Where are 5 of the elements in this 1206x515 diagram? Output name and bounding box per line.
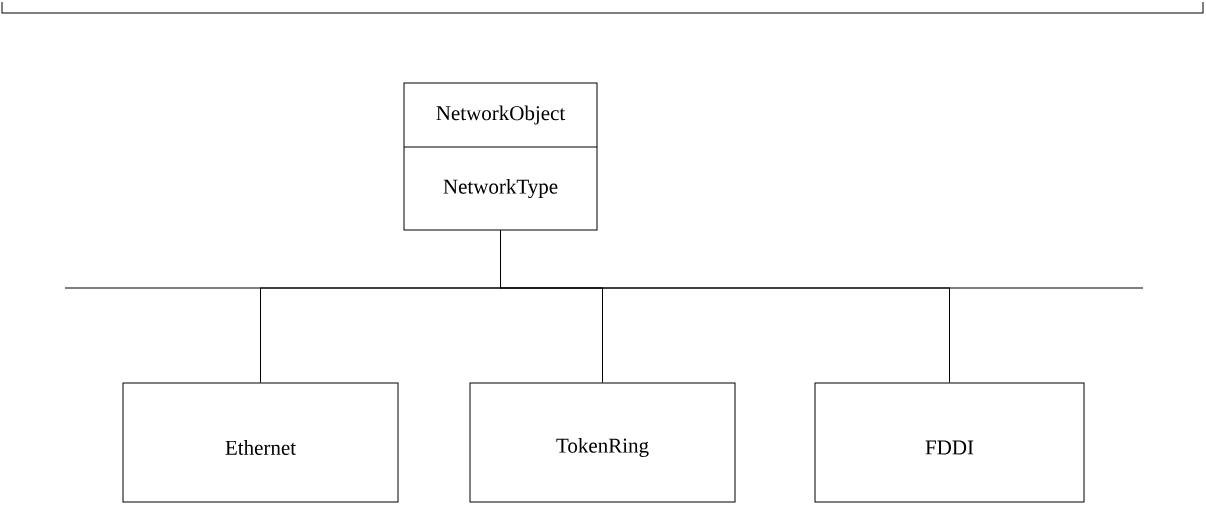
class-box: TokenRing [469, 382, 736, 503]
class-box: FDDI [814, 382, 1085, 503]
class-box: NetworkObject NetworkType [403, 82, 598, 231]
connector-line [500, 230, 950, 383]
class-box: Ethernet [122, 382, 399, 503]
